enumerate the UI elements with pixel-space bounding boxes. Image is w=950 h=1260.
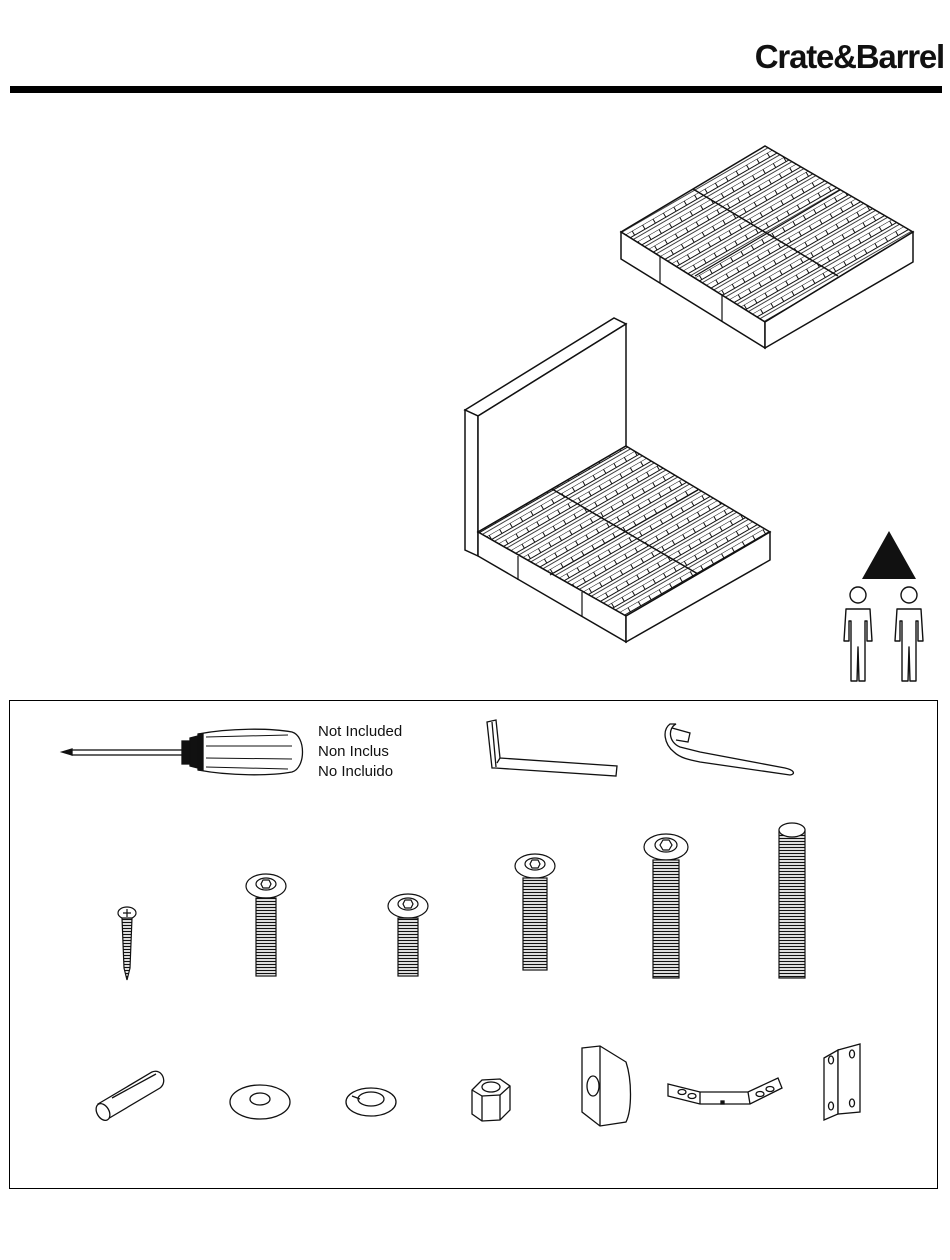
hex-bolt-medium-icon <box>246 874 286 976</box>
phillips-screwdriver-icon <box>62 729 303 775</box>
corner-bracket-icon <box>824 1044 860 1120</box>
hex-bolt-xlong-icon <box>644 834 688 978</box>
hex-nut-icon <box>472 1079 510 1121</box>
hex-bolt-long-icon <box>515 854 555 970</box>
split-lock-washer-icon <box>346 1088 396 1116</box>
wood-screw-icon <box>118 907 136 980</box>
bracket-plate-icon <box>582 1046 631 1126</box>
barrel-nut-icon <box>93 1071 163 1123</box>
threaded-rod-icon <box>779 823 805 978</box>
wrench-icon <box>665 724 793 775</box>
center-support-bracket-icon <box>668 1078 782 1104</box>
allen-key-icon <box>487 720 617 776</box>
flat-washer-icon <box>230 1085 290 1119</box>
hex-bolt-short-icon <box>388 894 428 976</box>
